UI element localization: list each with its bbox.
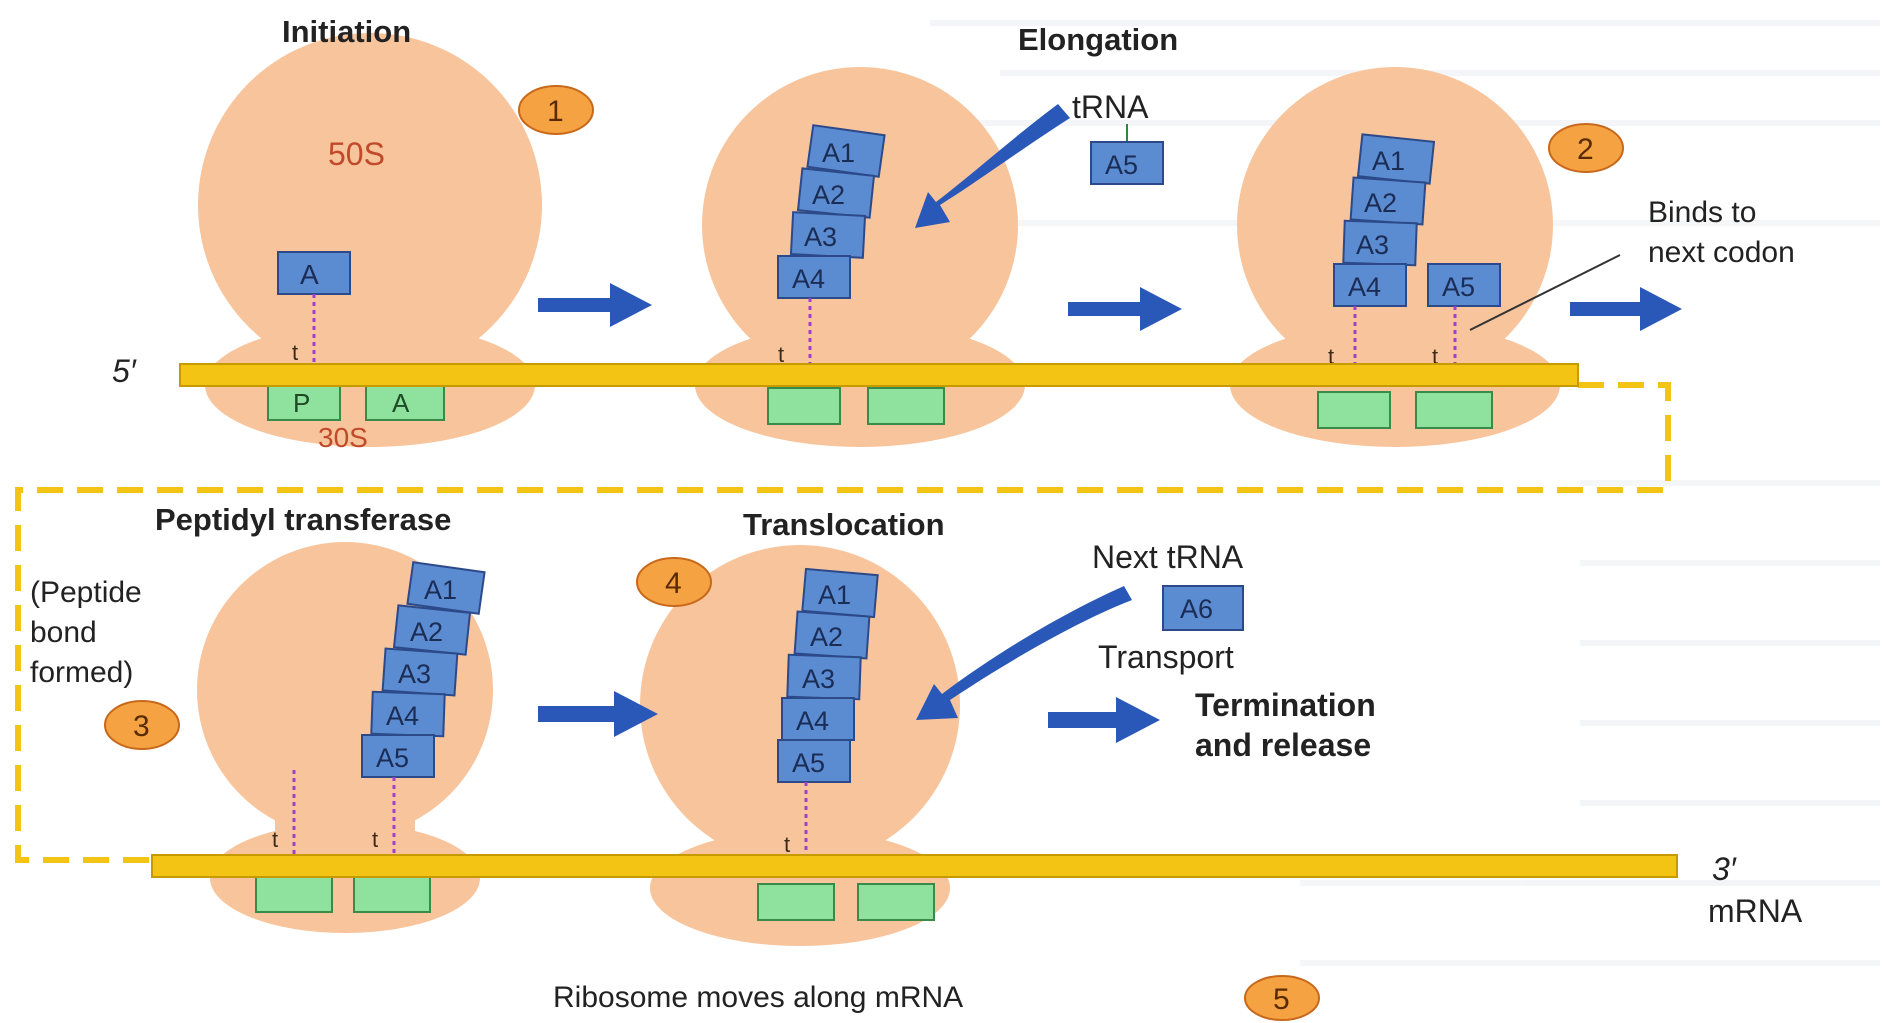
termination-label: and release — [1195, 727, 1371, 763]
svg-text:2: 2 — [1577, 133, 1594, 166]
peptide-bond-label: bond — [30, 616, 97, 649]
amino-acid-label: A6 — [1180, 594, 1213, 624]
ribosome-elongation: A1 A2 A3 A4 t — [695, 67, 1025, 447]
svg-text:3: 3 — [133, 710, 150, 743]
amino-acid-label: A3 — [1356, 230, 1389, 260]
svg-text:1: 1 — [547, 95, 564, 128]
p-site-box — [758, 884, 834, 920]
p-site-box — [768, 388, 840, 424]
three-prime-label: 3′ — [1712, 851, 1737, 887]
transport-label: Transport — [1098, 639, 1234, 675]
mrna-strand-top — [180, 364, 1578, 386]
amino-acid-label: A5 — [1105, 150, 1138, 180]
amino-acid-label: A4 — [1348, 272, 1381, 302]
heading-elongation: Elongation — [1018, 22, 1178, 57]
amino-acid-label: A1 — [1372, 146, 1405, 176]
amino-acid-label: A1 — [822, 138, 855, 168]
trna-t-label: t — [292, 340, 298, 365]
amino-acid-label: A3 — [802, 664, 835, 694]
a-site-box — [858, 884, 934, 920]
a-site-box — [868, 388, 944, 424]
flow-arrow — [538, 691, 658, 737]
site-a-label: A — [300, 259, 319, 290]
a-site-box — [1416, 392, 1492, 428]
amino-acid-label: A2 — [812, 180, 845, 210]
trna-t-label: t — [372, 827, 378, 852]
trna-label: tRNA — [1072, 89, 1149, 125]
ribosome-initiation: 50S A t P A 30S — [198, 33, 542, 453]
heading-initiation: Initiation — [282, 14, 411, 49]
amino-acid-label: A1 — [818, 580, 851, 610]
binds-label: Binds to — [1648, 196, 1756, 229]
step-badge: 3 — [105, 701, 179, 749]
heading-translocation: Translocation — [743, 507, 945, 542]
flow-arrow — [1570, 287, 1682, 331]
flow-arrow — [1048, 697, 1160, 743]
amino-acid-label: A5 — [376, 743, 409, 773]
termination-label: Termination — [1195, 687, 1376, 723]
five-prime-label: 5′ — [112, 353, 137, 389]
amino-acid-label: A4 — [386, 701, 419, 731]
svg-text:4: 4 — [665, 567, 682, 600]
step-badge: 5 — [1245, 976, 1319, 1020]
next-trna-label: Next tRNA — [1092, 539, 1244, 575]
flow-arrow — [538, 283, 652, 327]
p-site-box — [1318, 392, 1390, 428]
svg-text:5: 5 — [1273, 983, 1290, 1016]
subunit-30s-label: 30S — [318, 422, 368, 453]
amino-acid-label: A2 — [1364, 188, 1397, 218]
amino-acid-label: A2 — [410, 617, 443, 647]
amino-acid-label: A3 — [398, 659, 431, 689]
peptide-bond-label: (Peptide — [30, 576, 142, 609]
flow-arrow — [1068, 287, 1182, 331]
mrna-strand-bottom — [152, 855, 1677, 877]
amino-acid-label: A4 — [796, 706, 829, 736]
amino-acid-label: A3 — [804, 222, 837, 252]
p-site-box — [256, 876, 332, 912]
ribosome-moves-caption: Ribosome moves along mRNA — [553, 981, 963, 1014]
subunit-50s-label: 50S — [328, 136, 385, 172]
a-site-box — [354, 876, 430, 912]
trna-t-label: t — [784, 832, 790, 857]
site-p-label: P — [293, 388, 310, 418]
mrna-label: mRNA — [1708, 893, 1803, 929]
heading-peptidyl-transferase: Peptidyl transferase — [155, 502, 451, 537]
step-badge: 2 — [1549, 124, 1623, 172]
binds-label: next codon — [1648, 236, 1795, 269]
amino-acid-label: A2 — [810, 622, 843, 652]
amino-acid-label: A5 — [1442, 272, 1475, 302]
amino-acid-label: A1 — [424, 575, 457, 605]
step-badge: 1 — [519, 86, 593, 134]
trna-t-label: t — [272, 827, 278, 852]
step-badge: 4 — [637, 558, 711, 606]
amino-acid-label: A4 — [792, 264, 825, 294]
peptide-bond-label: formed) — [30, 656, 133, 689]
amino-acid-label: A5 — [792, 748, 825, 778]
site-a-bottom-label: A — [392, 388, 410, 418]
